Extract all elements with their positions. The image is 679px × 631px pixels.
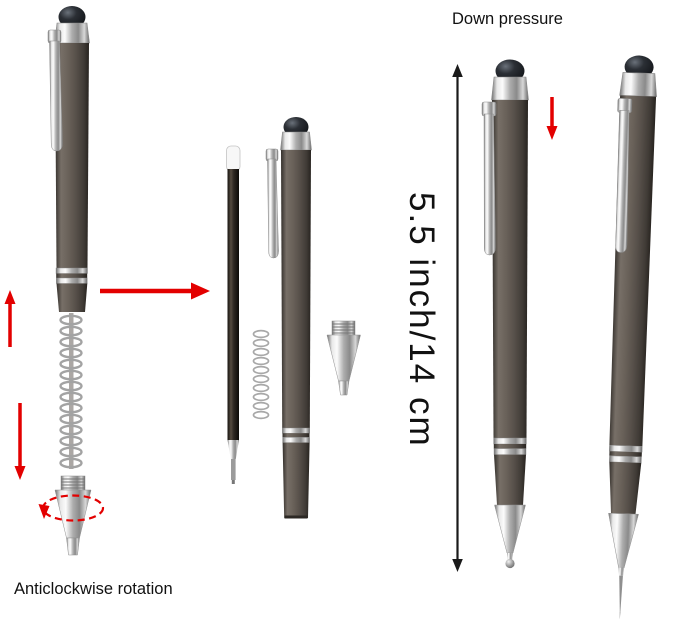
anticlockwise-rotation-label: Anticlockwise rotation xyxy=(14,580,173,598)
center-rings xyxy=(55,267,88,284)
writing-tip xyxy=(619,575,623,612)
ink-refill xyxy=(226,145,241,484)
ballpoint xyxy=(505,558,515,569)
barrel-open-end xyxy=(284,515,308,519)
tip-cone-end xyxy=(66,537,80,556)
length-label: 5.5 inch/14 cm xyxy=(402,192,441,448)
center-rings xyxy=(609,444,643,464)
pen-clip xyxy=(49,40,63,152)
pen-upper-barrel xyxy=(265,117,312,519)
writing-tip-point xyxy=(619,611,621,620)
top-ferrule xyxy=(619,72,657,97)
pen-barrel xyxy=(281,150,311,428)
pen-barrel xyxy=(609,95,657,447)
tip-cone xyxy=(494,504,526,554)
tip-cone-end xyxy=(618,567,625,576)
pen-barrel-lower xyxy=(609,461,642,515)
pen-barrel-lower xyxy=(494,454,526,505)
arrow-down-icon xyxy=(14,403,26,480)
pen-clip xyxy=(483,113,496,256)
refill-needle xyxy=(231,459,236,480)
center-rings xyxy=(493,437,527,455)
top-ferrule xyxy=(280,131,312,151)
refill-needle-end xyxy=(231,480,235,484)
arrow-up-icon xyxy=(4,290,16,347)
assembled-pen-stylus xyxy=(481,59,529,569)
refill-plug xyxy=(226,145,241,172)
tip-cone-end xyxy=(507,553,513,560)
pen-clip xyxy=(615,110,630,253)
top-ferrule xyxy=(491,76,529,101)
refill-tube xyxy=(227,169,239,440)
small-spring xyxy=(252,329,270,420)
spring xyxy=(59,314,83,469)
thread-section xyxy=(60,475,86,491)
pen-clip xyxy=(267,158,279,259)
pen-barrel-lower xyxy=(282,442,310,518)
center-rings xyxy=(282,427,310,443)
refill-tip xyxy=(227,440,239,459)
detached-tip-cone xyxy=(326,320,361,396)
tip-cone xyxy=(608,512,639,569)
arrow-right-icon xyxy=(100,282,210,300)
pen-barrel-lower xyxy=(56,283,88,312)
rotation-arrow-icon xyxy=(38,494,105,522)
stylus-tip xyxy=(58,6,86,28)
length-arrow xyxy=(452,64,463,572)
disassembled-pen xyxy=(47,6,92,556)
pen-barrel xyxy=(492,100,528,438)
assembled-pen-tilted xyxy=(608,55,657,620)
pen-barrel xyxy=(55,43,89,268)
down-pressure-label: Down pressure xyxy=(452,10,563,28)
press-arrow-icon xyxy=(546,97,558,140)
